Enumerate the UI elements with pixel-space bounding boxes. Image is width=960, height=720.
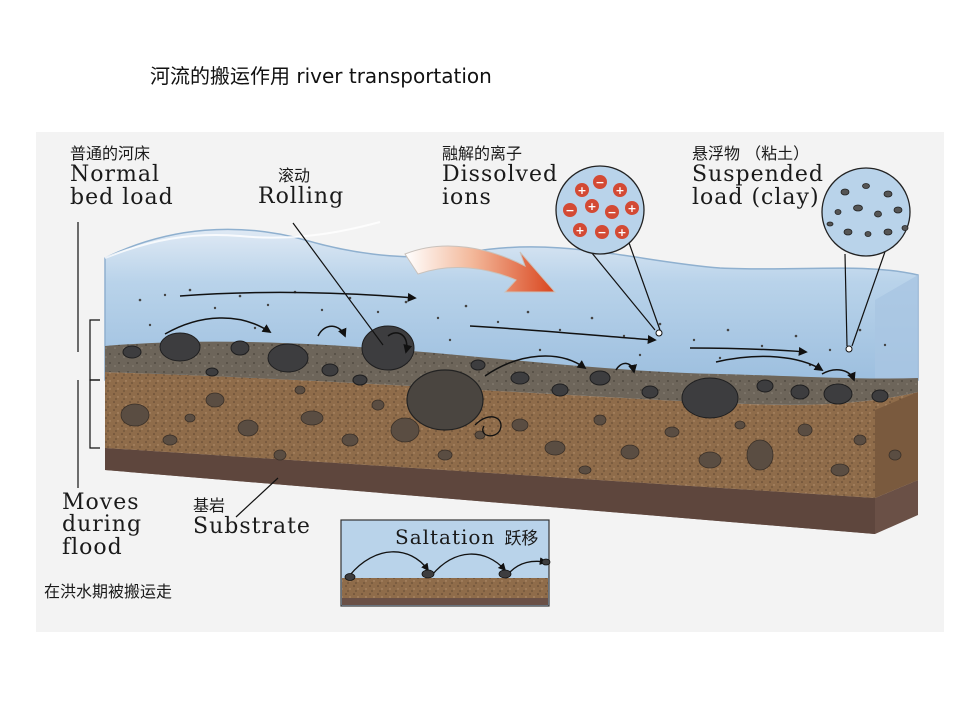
label-rolling-zh: 滚动 (278, 166, 311, 185)
label-normal-bed-load-en: Normal bed load (70, 162, 174, 210)
label-rolling: 滚动 Rolling (258, 166, 345, 210)
label-dissolved-ions: 融解的离子 Dissolved ions (442, 144, 559, 210)
label-rolling-en: Rolling (258, 184, 345, 210)
svg-text:+: + (617, 226, 626, 239)
svg-text:−: − (607, 206, 616, 219)
rolling-boulder (406, 369, 502, 437)
label-moves-during-flood: Moves during flood (62, 490, 143, 560)
svg-text:+: + (577, 184, 586, 197)
substrate-layer (105, 448, 918, 534)
label-dissolved-ions-en: Dissolved ions (442, 162, 559, 210)
dissolved-ions-magnifier: + − + − + − + + − + (555, 165, 663, 337)
label-normal-bed-load: 普通的河床 Normal bed load (70, 144, 174, 210)
label-pointers (77, 222, 384, 518)
label-substrate-zh: 基岩 (193, 496, 226, 515)
svg-text:−: − (597, 226, 606, 239)
label-suspended-load-en: Suspended load (clay) (692, 162, 824, 210)
water-body (104, 221, 919, 410)
svg-text:+: + (615, 184, 624, 197)
saltation-inset (340, 519, 551, 607)
suspended-load-magnifier (821, 167, 911, 353)
svg-text:−: − (595, 176, 604, 189)
label-moves-during-flood-zh-wrap: 在洪水期被搬运走 (44, 582, 173, 602)
current-direction-arrow (404, 245, 557, 293)
svg-text:+: + (627, 202, 636, 215)
label-substrate: 基岩 Substrate (193, 496, 311, 540)
label-moves-during-flood-zh: 在洪水期被搬运走 (44, 582, 173, 601)
suspended-particles (138, 288, 887, 367)
label-suspended-load: 悬浮物 （粘土） Suspended load (clay) (692, 144, 824, 210)
label-saltation-zh: 跃移 (504, 529, 539, 549)
label-saltation: Saltation 跃移 (395, 527, 538, 548)
page-title: 河流的搬运作用 river transportation (150, 64, 492, 88)
flow-arrows (164, 291, 856, 382)
bed-load-rocks (122, 325, 889, 419)
sediment-pebbles (120, 385, 902, 477)
svg-text:+: + (575, 224, 584, 237)
label-suspended-load-zh: 悬浮物 （粘土） (692, 144, 810, 163)
label-saltation-en: Saltation (395, 525, 496, 549)
label-normal-bed-load-zh: 普通的河床 (70, 144, 151, 163)
svg-text:−: − (565, 204, 574, 217)
label-substrate-en: Substrate (193, 514, 311, 540)
svg-text:+: + (587, 200, 596, 213)
label-moves-during-flood-en: Moves during flood (62, 490, 143, 560)
label-dissolved-ions-zh: 融解的离子 (442, 144, 523, 163)
